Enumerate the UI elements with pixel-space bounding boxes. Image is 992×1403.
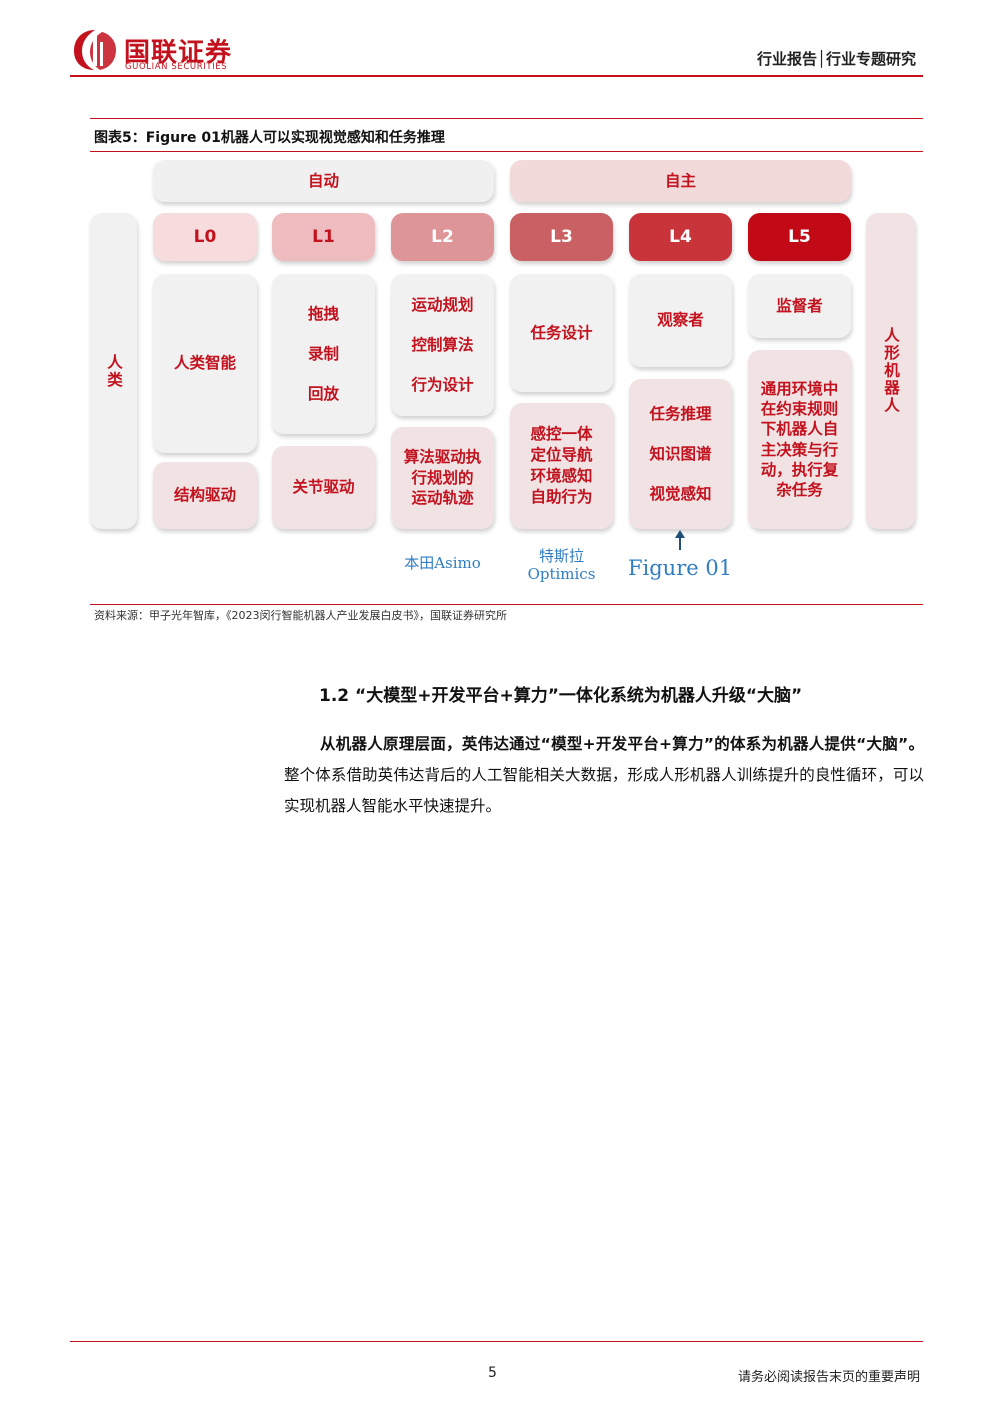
figure-caption-rule xyxy=(90,151,923,152)
figure-source: 资料来源：甲子光年智库，《2023闵行智能机器人产业发展白皮书》，国联证券研究所 xyxy=(94,609,507,622)
l2-drive: 算法驱动执 行规划的 运动轨迹 xyxy=(391,427,494,529)
paragraph-text: 整个体系借助英伟达背后的人工智能相关大数据，形成人形机器人训练提升的良性循环，可… xyxy=(284,766,924,815)
l5-ability: 监督者 xyxy=(748,274,851,338)
body-paragraph: 从机器人原理层面，英伟达通过“模型+开发平台+算力”的体系为机器人提供“大脑”。… xyxy=(284,729,924,822)
l2-drive-line: 运动轨迹 xyxy=(411,489,474,508)
l5-drive-line: 动，执行复 xyxy=(760,460,839,479)
footer-divider xyxy=(70,1341,923,1342)
l5-drive-line: 通用环境中 xyxy=(760,380,839,399)
l5-drive: 通用环境中 在约束规则 下机器人自 主决策与行 动，执行复 杂任务 xyxy=(748,350,851,529)
level-l1: L1 xyxy=(272,213,375,261)
l4-drive-line: 任务推理 xyxy=(649,404,712,423)
l2-ability-line: 行为设计 xyxy=(411,376,474,395)
l4-drive: 任务推理 知识图谱 视觉感知 xyxy=(629,379,732,529)
l4-drive-line: 知识图谱 xyxy=(649,444,712,463)
l0-ability: 人类智能 xyxy=(153,274,257,453)
l2-drive-line: 算法驱动执 xyxy=(403,447,482,466)
side-label-humanoid: 人形机器人 xyxy=(866,213,915,529)
level-l2: L2 xyxy=(391,213,494,261)
l2-ability: 运动规划 控制算法 行为设计 xyxy=(391,274,494,416)
level-l4: L4 xyxy=(629,213,732,261)
l1-ability-line: 录制 xyxy=(307,344,339,363)
figure-top-rule xyxy=(90,118,923,119)
page-number: 5 xyxy=(488,1365,497,1381)
l3-drive-line: 定位导航 xyxy=(530,446,593,465)
l1-ability-line: 拖拽 xyxy=(307,304,339,323)
logo-text-cn: 国联证券 xyxy=(124,38,233,68)
company-logo: 国联证券 GUOLIAN SECURITIES xyxy=(72,28,272,74)
arrow-up-icon xyxy=(675,530,685,538)
l3-drive-line: 感控一体 xyxy=(530,425,593,444)
section-heading: 1.2 “大模型+开发平台+算力”一体化系统为机器人升级“大脑” xyxy=(319,686,803,706)
l3-drive-line: 环境感知 xyxy=(530,467,593,485)
category-auto: 自动 xyxy=(153,160,494,202)
logo-mark-icon xyxy=(74,30,116,70)
side-label-humanoid-text: 人形机器人 xyxy=(881,327,900,415)
l2-ability-line: 运动规划 xyxy=(411,295,474,314)
l3-drive-line: 自助行为 xyxy=(530,487,593,506)
l2-drive-line: 行规划的 xyxy=(411,468,474,487)
side-label-human: 人类 xyxy=(90,213,137,529)
figure-bottom-rule xyxy=(90,604,923,605)
l1-drive: 关节驱动 xyxy=(272,446,375,529)
paragraph-lead: 从机器人原理层面，英伟达通过“模型+开发平台+算力”的体系为机器人提供“大脑”。 xyxy=(320,735,924,753)
side-label-human-text: 人类 xyxy=(104,353,123,389)
l2-ability-line: 控制算法 xyxy=(411,335,474,354)
l1-ability-line: 回放 xyxy=(307,385,339,404)
l3-drive: 感控一体 定位导航 环境感知 自助行为 xyxy=(510,403,613,529)
category-self: 自主 xyxy=(510,160,851,202)
l0-drive: 结构驱动 xyxy=(153,462,257,529)
label-tesla: 特斯拉 xyxy=(538,547,584,565)
level-l0: L0 xyxy=(153,213,257,261)
l5-drive-line: 杂任务 xyxy=(776,480,823,499)
figure-caption: 图表5：Figure 01机器人可以实现视觉感知和任务推理 xyxy=(94,130,445,146)
report-type-label: 行业报告│行业专题研究 xyxy=(756,50,916,68)
label-honda-asimo: 本田Asimo xyxy=(404,554,481,572)
header-divider xyxy=(70,75,923,77)
label-optimics: Optimics xyxy=(527,565,596,583)
l5-drive-line: 在约束规则 xyxy=(760,400,839,419)
l5-drive-line: 下机器人自 xyxy=(760,420,839,439)
l3-ability: 任务设计 xyxy=(510,274,613,392)
label-figure-01: Figure 01 xyxy=(627,556,733,580)
arrow-shaft xyxy=(679,536,681,550)
l4-drive-line: 视觉感知 xyxy=(649,485,712,504)
l5-drive-line: 主决策与行 xyxy=(760,440,839,459)
disclaimer-note: 请务必阅读报告末页的重要声明 xyxy=(737,1370,920,1385)
level-l5: L5 xyxy=(748,213,851,261)
l1-ability: 拖拽 录制 回放 xyxy=(272,274,375,434)
logo-text-en: GUOLIAN SECURITIES xyxy=(125,62,228,72)
l4-ability: 观察者 xyxy=(629,274,732,367)
level-l3: L3 xyxy=(510,213,613,261)
